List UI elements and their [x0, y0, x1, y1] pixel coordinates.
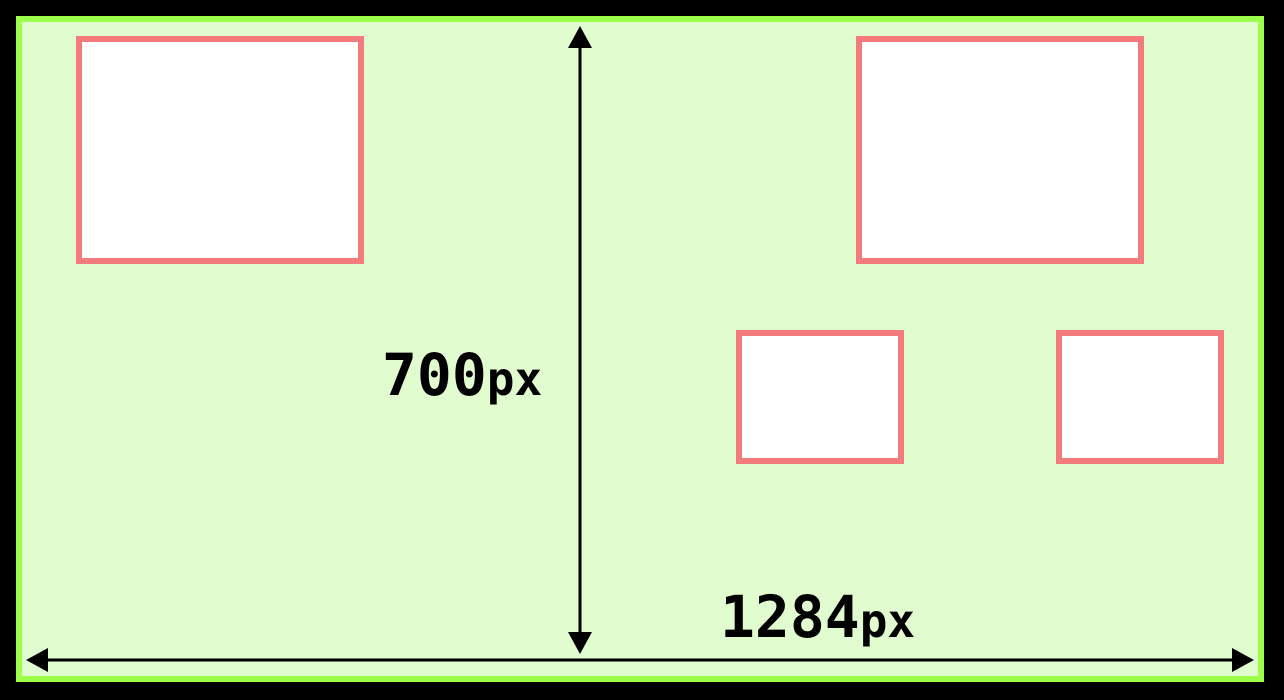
width-dimension-label: 1284px	[720, 588, 915, 646]
placeholder-box-small-right	[1056, 330, 1224, 464]
placeholder-box-top-right	[856, 36, 1144, 264]
width-arrow-head-right	[1232, 648, 1254, 672]
height-value: 700	[382, 341, 487, 409]
width-value: 1284	[720, 583, 860, 651]
height-arrow-head-bottom	[568, 632, 592, 654]
width-unit: px	[859, 594, 916, 648]
height-unit: px	[486, 352, 543, 406]
placeholder-box-small-left	[736, 330, 904, 464]
height-arrow-head-top	[568, 26, 592, 48]
height-dimension-label: 700px	[382, 346, 542, 404]
placeholder-box-top-left	[76, 36, 364, 264]
width-arrow-head-left	[26, 648, 48, 672]
